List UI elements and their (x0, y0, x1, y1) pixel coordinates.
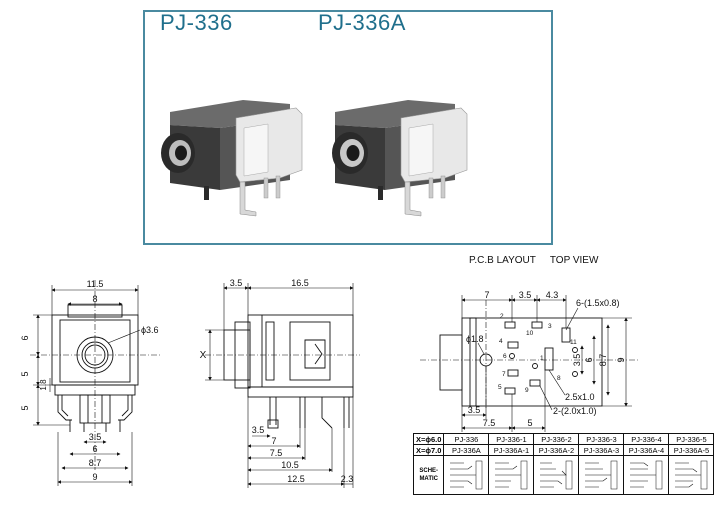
jack-photo-pj336a (332, 100, 468, 217)
table-cell: PJ-336A-1 (488, 444, 535, 456)
pcb-layout-drawing: 2 10 3 11 4 6 1 7 8 9 5 7 3.5 4.3 6-(1.5… (420, 290, 640, 432)
table-cell: PJ-336A-5 (668, 444, 714, 456)
front-dim-height-top: 6 (20, 335, 30, 340)
pin-label: 8 (557, 375, 561, 382)
pcb-hole-note: 2.5x1.0 (565, 392, 595, 402)
front-dim-width-total: 11.5 (87, 279, 104, 289)
pcb-dim-top-3: 4.3 (546, 290, 559, 300)
table-row: SCHE- MATIC (412, 455, 714, 495)
side-dim-bottom-1: 3.5 (252, 425, 265, 435)
jack-photo-pj336 (161, 100, 303, 217)
schematic-icon (675, 460, 708, 490)
front-dim-bottom-2: 6 (92, 444, 97, 454)
front-dim-height-small: 1.8 (39, 379, 48, 391)
table-row: X=ϕ6.0 PJ-336 PJ-336-1 PJ-336-2 PJ-336-3… (412, 433, 714, 445)
pcb-dim-diameter: ϕ1.8 (466, 334, 484, 344)
table-cell: PJ-336A (443, 444, 490, 456)
schematic-icon (450, 460, 483, 490)
pcb-slot-note: 2-(2.0x1.0) (553, 406, 597, 416)
side-dim-bottom-4: 10.5 (281, 460, 299, 470)
pcb-dim-top-1: 7 (484, 290, 489, 300)
table-cell: PJ-336-5 (668, 433, 714, 445)
table-cell: X=ϕ6.0 (412, 433, 445, 445)
pcb-layout-heading: P.C.B LAYOUT TOP VIEW (469, 255, 612, 266)
pcb-dim-v4: 9 (616, 357, 626, 362)
schematic-icon (585, 460, 618, 490)
pcb-dim-bottom-3: 5 (527, 418, 532, 428)
pin-label: 10 (526, 330, 534, 337)
pin-label: 2 (500, 313, 504, 320)
table-cell: PJ-336A-3 (578, 444, 625, 456)
pin-label: 9 (525, 387, 529, 394)
table-cell: PJ-336-4 (623, 433, 670, 445)
pin-label: 11 (570, 339, 577, 346)
side-dim-top-left: 3.5 (230, 278, 243, 288)
pcb-dim-top-2: 3.5 (519, 290, 532, 300)
table-cell: PJ-336A-4 (623, 444, 670, 456)
front-dim-bottom-1: 3.5 (89, 432, 102, 442)
schematic-label-line-2: MATIC (419, 476, 438, 482)
schematic-label-line-1: SCHE- (419, 468, 439, 474)
model-title-pj336: PJ-336 (160, 10, 233, 35)
table-cell: X=ϕ7.0 (412, 444, 445, 456)
side-dim-bottom-6: 2.3 (341, 474, 354, 484)
pcb-pad-note: 6-(1.5x0.8) (576, 298, 620, 308)
side-dim-top-total: 16.5 (291, 278, 309, 288)
pcb-dim-bottom-1: 3.5 (468, 405, 481, 415)
pin-label: 7 (502, 371, 506, 378)
side-dim-bottom-3: 7.5 (270, 448, 283, 458)
model-title-pj336a: PJ-336A (318, 10, 406, 35)
schematic-cell (533, 455, 580, 495)
variant-table: X=ϕ6.0 PJ-336 PJ-336-1 PJ-336-2 PJ-336-3… (412, 433, 714, 495)
table-cell: PJ-336-1 (488, 433, 535, 445)
front-dim-width-inner: 8 (92, 294, 97, 304)
schematic-cell (623, 455, 670, 495)
pin-label: 5 (498, 384, 502, 391)
front-dim-diameter: ϕ3.6 (141, 325, 159, 335)
pcb-dim-v2: 6 (584, 357, 594, 362)
pcb-dim-v1: 3.5 (572, 354, 582, 367)
table-row: X=ϕ7.0 PJ-336A PJ-336A-1 PJ-336A-2 PJ-33… (412, 444, 714, 456)
schematic-cell (668, 455, 714, 495)
schematic-cell (488, 455, 535, 495)
pcb-layout-label: P.C.B LAYOUT (469, 255, 536, 266)
front-dim-height-low: 5 (20, 405, 30, 410)
side-view-drawing: 3.5 16.5 X 3.5 7 7.5 10.5 12.5 2.3 (200, 278, 360, 488)
front-dim-height-mid: 5 (20, 371, 30, 376)
pin-label: 4 (499, 338, 503, 345)
front-dim-bottom-3: 8.7 (89, 458, 102, 468)
table-cell: PJ-336 (443, 433, 490, 445)
table-cell: PJ-336-3 (578, 433, 625, 445)
schematic-cell (443, 455, 490, 495)
schematic-icon (495, 460, 528, 490)
schematic-cell (578, 455, 625, 495)
pcb-dim-bottom-2: 7.5 (483, 418, 496, 428)
schematic-label: SCHE- MATIC (412, 455, 445, 495)
front-dim-bottom-4: 9 (92, 472, 97, 482)
schematic-icon (630, 460, 663, 490)
schematic-icon (540, 460, 573, 490)
side-dim-bottom-2: 7 (271, 436, 276, 446)
front-view-drawing: 11.5 8 ϕ3.6 6 5 5 1.8 3.5 6 8.7 9 (20, 279, 160, 486)
side-dim-bottom-5: 12.5 (287, 474, 305, 484)
top-view-label: TOP VIEW (549, 255, 599, 266)
pcb-dim-v3: 8.7 (598, 354, 608, 367)
pin-label: 3 (548, 323, 552, 330)
table-cell: PJ-336A-2 (533, 444, 580, 456)
pcb-pin-labels: 2 10 3 11 4 6 1 7 8 9 5 (498, 313, 577, 394)
side-dim-x: X (200, 350, 207, 361)
pin-label: 6 (503, 353, 507, 360)
pin-label: 1 (540, 355, 544, 362)
table-cell: PJ-336-2 (533, 433, 580, 445)
